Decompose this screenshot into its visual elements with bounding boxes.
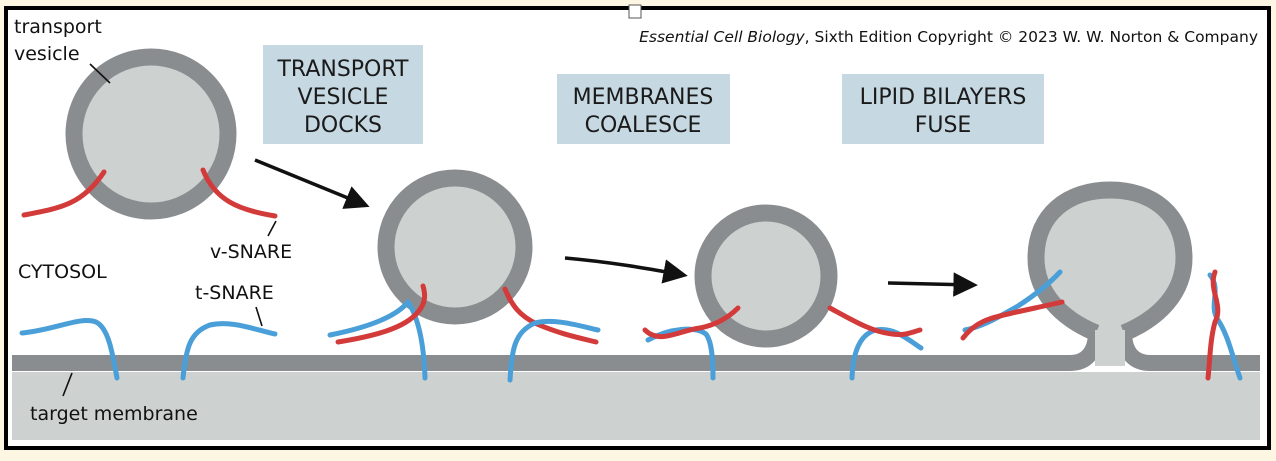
credit-rest: , Sixth Edition Copyright © 2023 W. W. N… xyxy=(805,28,1258,46)
leader-transport-vesicle xyxy=(89,63,111,84)
vesicle-coalescing xyxy=(642,204,924,381)
label-target-membrane: target membrane xyxy=(30,403,198,425)
stage-coalesce-line2: COALESCE xyxy=(585,113,702,138)
leader-t-snare xyxy=(255,306,263,327)
t-snare-left xyxy=(19,318,120,381)
label-t-snare: t-SNARE xyxy=(195,282,274,304)
stage-box-coalesce xyxy=(557,74,730,144)
stage-docks-line1: TRANSPORT xyxy=(276,57,409,82)
target-compartment xyxy=(12,372,1260,440)
label-transport: transport xyxy=(14,16,102,38)
label-vesicle: vesicle xyxy=(14,43,80,65)
arrow-step-1 xyxy=(254,158,370,209)
vesicle-fused xyxy=(960,181,1243,381)
stage-docks-line2: VESICLE xyxy=(298,85,389,110)
copyright-credit: Essential Cell Biology, Sixth Edition Co… xyxy=(639,28,1258,46)
stage-box-docks xyxy=(263,45,423,144)
leader-target-membrane xyxy=(62,372,73,397)
label-cytosol: CYTOSOL xyxy=(18,261,107,283)
stage-fuse-line2: FUSE xyxy=(915,113,972,138)
v-snare-right xyxy=(200,167,278,219)
stage-coalesce-line1: MEMBRANES xyxy=(573,85,714,110)
stage-fuse-line1: LIPID BILAYERS xyxy=(860,85,1027,110)
label-v-snare: v-SNARE xyxy=(210,241,292,263)
leader-v-snare xyxy=(267,220,277,237)
vesicle-free xyxy=(21,48,278,220)
vesicle-docked xyxy=(327,169,601,383)
arrow-step-2 xyxy=(564,256,688,284)
arrow-step-3 xyxy=(887,272,978,297)
t-snare-right xyxy=(180,321,278,381)
credit-book-title: Essential Cell Biology xyxy=(639,28,805,46)
stage-docks-line3: DOCKS xyxy=(304,113,382,138)
resize-handle[interactable] xyxy=(628,4,642,19)
stage-box-fuse xyxy=(842,74,1044,144)
v-snare-left xyxy=(21,169,107,218)
